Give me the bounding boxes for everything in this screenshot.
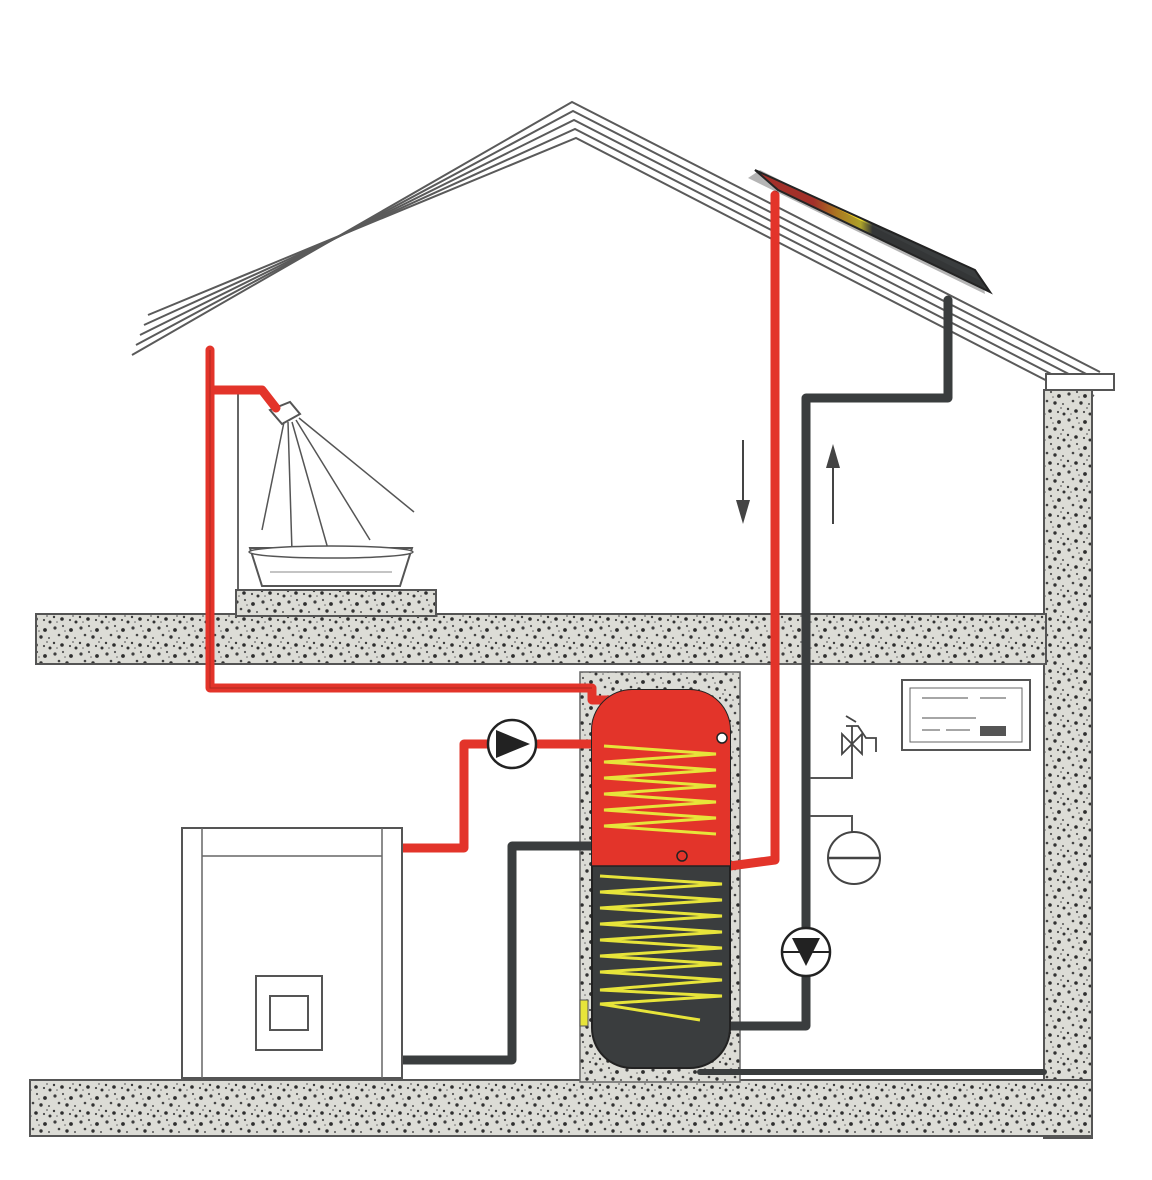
expansion-vessel [828, 832, 880, 884]
flow-arrow-up [826, 444, 840, 524]
circulation-pump-solar [782, 928, 830, 976]
solar-controller [902, 680, 1030, 750]
upper-floor-slab [36, 614, 1046, 664]
storage-tank [580, 690, 730, 1068]
boiler [182, 828, 402, 1078]
branch-lines [810, 744, 852, 834]
safety-valve [842, 716, 876, 754]
ground-floor-slab [30, 1080, 1092, 1136]
flow-arrow-down [736, 440, 750, 524]
bathtub [236, 546, 436, 616]
outer-wall [1044, 390, 1092, 1138]
circulation-pump-boiler [488, 720, 536, 768]
roof-eave [1046, 374, 1114, 390]
roof [132, 102, 1100, 404]
solar-collector [748, 170, 990, 294]
